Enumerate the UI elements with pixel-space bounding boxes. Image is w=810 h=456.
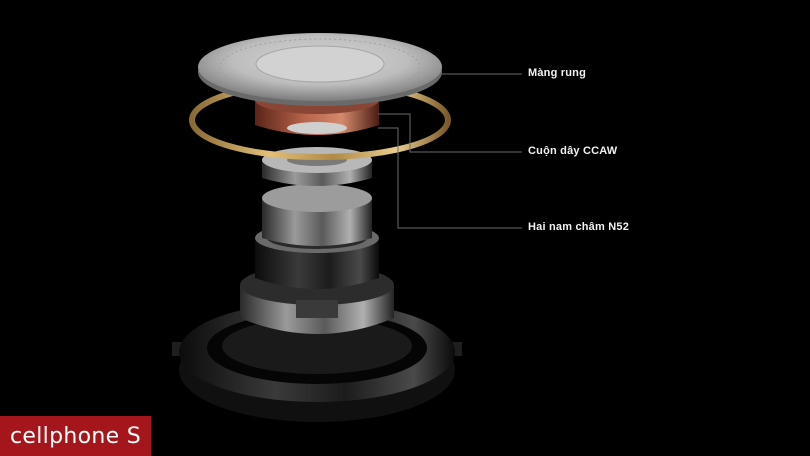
logo-text: cellphone S — [10, 423, 141, 449]
cellphones-logo: cellphone S — [0, 416, 151, 456]
callout-lines — [378, 73, 522, 229]
magnet-upper — [262, 147, 372, 186]
diaphragm — [198, 33, 442, 106]
magnet-n52 — [262, 184, 372, 246]
driver-frame — [172, 302, 462, 422]
label-magnets: Hai nam châm N52 — [528, 221, 630, 233]
label-diaphragm: Màng rung — [528, 67, 587, 79]
callout-line-coil — [378, 113, 522, 153]
label-coil: Cuộn dây CCAW — [528, 145, 618, 157]
callout-line-magnets — [378, 127, 522, 229]
